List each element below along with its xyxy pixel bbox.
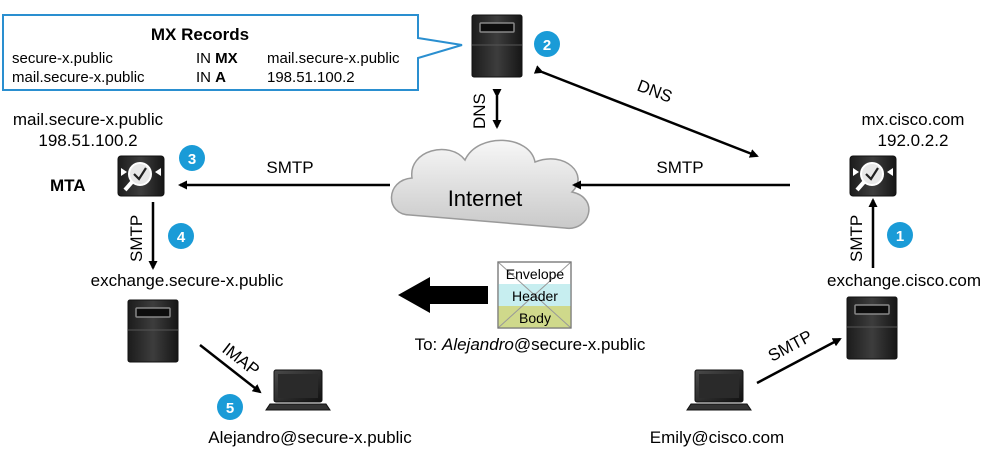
envelope-label: Envelope	[506, 266, 565, 282]
emily-address: Emily@cisco.com	[650, 428, 784, 447]
step-badge-2: 2	[534, 31, 560, 57]
step-badge-5: 5	[217, 394, 243, 420]
step-badge-1: 1	[887, 222, 913, 248]
exchange-cisco-hostname: exchange.cisco.com	[827, 271, 981, 290]
smtp-up-label: SMTP	[847, 215, 866, 262]
step-number: 3	[188, 151, 196, 168]
to-address-domain: @secure-x.public	[514, 335, 646, 354]
smtp-emily-label: SMTP	[765, 327, 816, 366]
a-record-type: A	[215, 69, 226, 86]
emily-laptop-icon	[686, 369, 752, 411]
smtp-left-label: SMTP	[266, 158, 313, 177]
dns-server-icon	[471, 14, 523, 78]
mta-appliance-icon	[116, 154, 166, 198]
delivery-direction-arrow	[398, 277, 488, 313]
mx-record-class: IN	[196, 50, 211, 67]
internet-cloud: Internet	[390, 139, 590, 229]
dns-diagonal-link	[533, 65, 759, 158]
mx-record-name: secure-x.public	[12, 50, 113, 67]
imap-label: IMAP	[219, 339, 263, 380]
to-address-user: Alejandro	[441, 335, 514, 354]
smtp-down-label: SMTP	[127, 215, 146, 262]
mta-role-label: MTA	[50, 176, 86, 195]
mx-record-row: IN MX	[196, 50, 238, 67]
smtp-emily-link	[756, 337, 842, 385]
mta-hostname: mail.secure-x.public	[13, 110, 164, 129]
mx-record-type: MX	[215, 50, 238, 67]
mta-ip: 198.51.100.2	[38, 131, 137, 150]
to-prefix: To:	[415, 335, 442, 354]
a-record-row: IN A	[196, 69, 226, 86]
imap-link	[199, 344, 262, 394]
a-record-class: IN	[196, 69, 211, 86]
step-badge-4: 4	[168, 223, 194, 249]
step-number: 4	[177, 229, 186, 246]
dns-vertical-label: DNS	[470, 93, 489, 129]
step-number: 1	[896, 228, 904, 245]
mx-cisco-ip: 192.0.2.2	[878, 131, 949, 150]
mx-cisco-hostname: mx.cisco.com	[862, 110, 965, 129]
envelope-to-line: To: Alejandro@secure-x.public	[415, 335, 646, 354]
envelope-flap-lines	[497, 261, 572, 329]
mx-records-callout: MX Records secure-x.public IN MX mail.se…	[2, 14, 463, 91]
mx-appliance-icon	[848, 154, 898, 198]
step-badge-3: 3	[179, 145, 205, 171]
exchange-cisco-server-icon	[846, 296, 898, 360]
a-record-name: mail.secure-x.public	[12, 69, 145, 86]
a-record-value: 198.51.100.2	[267, 69, 355, 86]
alejandro-laptop-icon	[265, 369, 331, 411]
exchange-secure-hostname: exchange.secure-x.public	[91, 271, 284, 290]
header-label: Header	[512, 288, 558, 304]
cloud-label: Internet	[448, 186, 523, 211]
alejandro-address: Alejandro@secure-x.public	[208, 428, 412, 447]
smtp-right-label: SMTP	[656, 158, 703, 177]
dns-diagonal-label: DNS	[635, 76, 675, 107]
envelope-icon: Envelope Header Body	[497, 261, 572, 329]
mx-records-title: MX Records	[151, 25, 249, 44]
step-number: 2	[543, 37, 551, 54]
body-label: Body	[519, 310, 551, 326]
mx-record-value: mail.secure-x.public	[267, 50, 400, 67]
callout-box	[2, 14, 463, 91]
exchange-secure-server-icon	[127, 299, 179, 363]
envelope-outline	[497, 261, 572, 329]
step-number: 5	[226, 400, 234, 417]
